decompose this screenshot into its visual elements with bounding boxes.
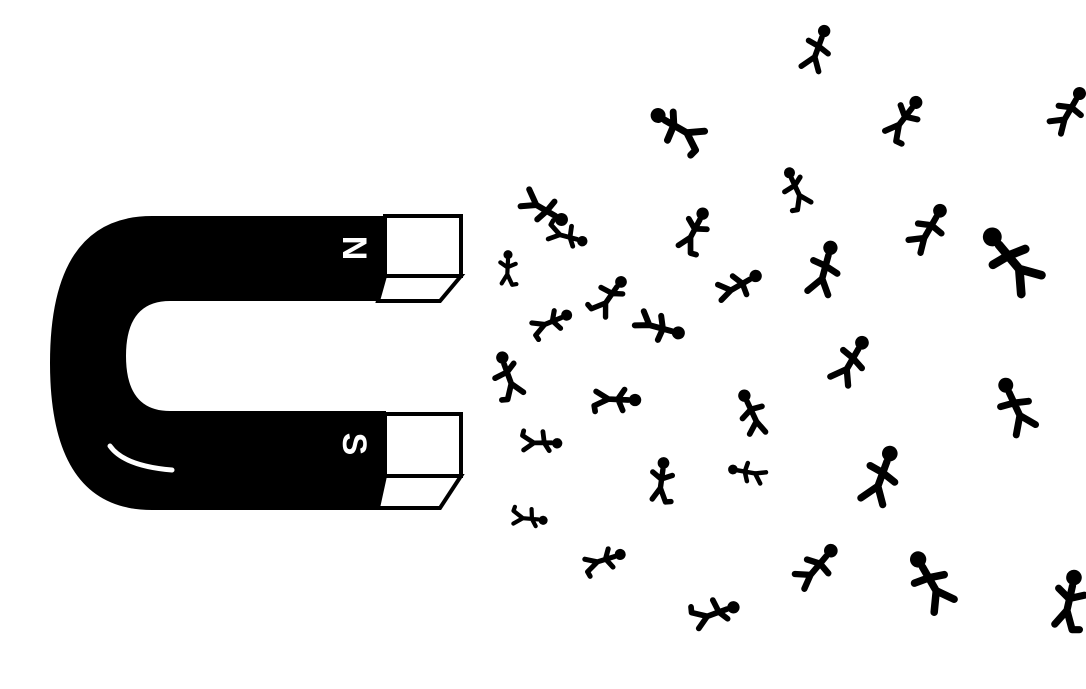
stick-figure-head <box>671 326 685 340</box>
stick-figure-body <box>997 389 1040 439</box>
stick-figure-body <box>498 257 519 287</box>
south-pole-label: S <box>335 433 373 456</box>
stick-figure-head <box>561 309 573 321</box>
stick-figure-body <box>511 504 541 529</box>
stick-figure-body <box>735 460 769 486</box>
stick-figure <box>714 269 762 304</box>
stick-figure <box>798 24 831 75</box>
stick-figure <box>738 389 769 437</box>
stick-figure-body <box>631 308 675 343</box>
stick-figure-head <box>998 377 1014 393</box>
stick-figure <box>631 308 685 343</box>
stick-figure-head <box>823 240 838 255</box>
stick-figure <box>857 445 899 509</box>
stick-figure <box>791 543 838 592</box>
stick-figure <box>585 276 627 320</box>
stick-figure-body <box>827 345 866 389</box>
stick-figure <box>545 218 588 249</box>
stick-figure-head <box>817 24 831 38</box>
stick-figure-body <box>739 398 769 437</box>
stick-figure <box>591 386 642 415</box>
stick-figure <box>997 377 1040 439</box>
stick-figure <box>728 460 769 486</box>
stick-figure <box>498 250 519 287</box>
stick-figure-body <box>782 174 814 214</box>
stick-figure-head <box>503 250 513 260</box>
stick-figure <box>517 186 568 226</box>
magnet-body <box>50 216 386 510</box>
magnet-highlight <box>107 443 175 473</box>
stick-figure <box>511 504 548 529</box>
stick-figure-head <box>628 393 642 407</box>
stick-figure <box>529 308 573 343</box>
stick-figure-head <box>696 207 709 220</box>
stick-figure-body <box>591 386 632 415</box>
stick-figure <box>905 203 947 256</box>
stick-figure-body <box>545 218 580 249</box>
stick-figure-body <box>714 273 753 304</box>
stick-figure-body <box>1051 582 1086 634</box>
stick-figure-head <box>551 438 563 449</box>
south-pole-cap <box>375 412 465 510</box>
stick-figure <box>492 351 527 403</box>
stick-figure-head <box>728 464 738 475</box>
stick-figure-head <box>1066 569 1082 586</box>
stick-figure-body <box>585 284 626 320</box>
stick-figure <box>910 551 958 616</box>
stick-figure <box>650 107 709 159</box>
stick-figure-head <box>727 601 740 614</box>
stick-figure-body <box>857 457 899 509</box>
north-pole-label: N <box>335 236 373 261</box>
stick-figure <box>882 95 923 147</box>
stick-figure <box>649 457 676 505</box>
stick-figure <box>688 597 740 632</box>
stick-figure <box>827 335 869 389</box>
stick-figure-body <box>582 546 618 579</box>
stick-figure-head <box>614 548 626 561</box>
stick-figure <box>1046 87 1086 137</box>
stick-figure-body <box>905 213 945 256</box>
stick-figure-head <box>738 389 751 402</box>
stick-figure-body <box>529 308 564 343</box>
stick-figure-body <box>661 108 709 159</box>
stick-figure <box>520 428 563 454</box>
horseshoe-magnet: N S <box>50 214 466 510</box>
stick-figure-head <box>783 167 796 179</box>
stick-figure-head <box>657 457 670 469</box>
stick-figure-body <box>675 215 710 258</box>
stick-figure-body <box>988 240 1046 299</box>
stick-figure <box>982 227 1046 299</box>
stick-figure <box>1051 569 1086 634</box>
stick-figure <box>675 207 710 258</box>
stick-figure-body <box>798 34 831 75</box>
stick-figure-head <box>496 351 509 364</box>
stick-figure-body <box>1046 96 1084 137</box>
stick-figures <box>492 24 1086 634</box>
stick-figure-body <box>882 102 921 147</box>
stick-figure-body <box>520 428 554 454</box>
stick-figure-body <box>804 251 841 299</box>
stick-figure-head <box>881 445 898 462</box>
stick-figure-body <box>492 360 527 403</box>
stick-figure-body <box>517 186 559 223</box>
stick-figure-head <box>538 515 548 525</box>
stick-figure-body <box>688 597 731 632</box>
stick-figure-body <box>791 553 832 592</box>
stick-figure <box>582 546 626 579</box>
stick-figure-body <box>649 466 676 505</box>
stick-figure <box>804 240 841 299</box>
stick-figure-head <box>577 235 588 247</box>
stick-figure-body <box>910 563 958 616</box>
stick-figure <box>782 167 814 214</box>
north-pole-cap <box>375 214 466 303</box>
